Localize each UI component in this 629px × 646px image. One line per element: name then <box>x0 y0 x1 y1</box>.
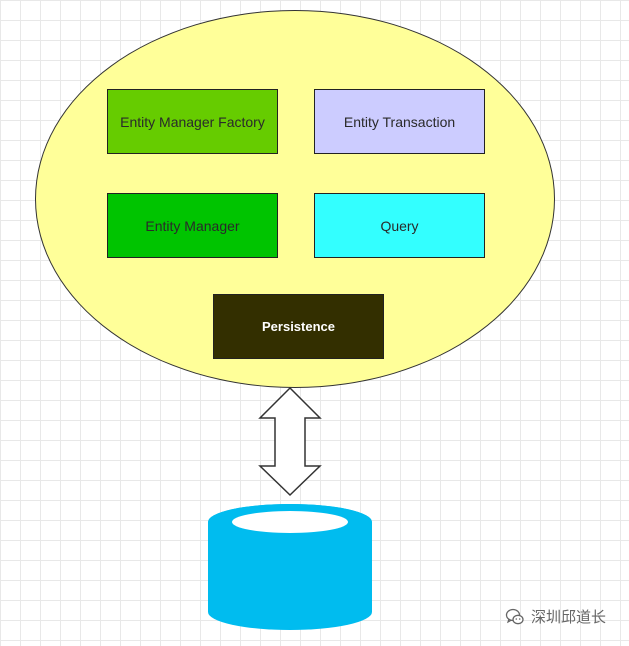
entity-manager-box: Entity Manager <box>107 193 278 258</box>
entity-transaction-label: Entity Transaction <box>343 113 456 130</box>
database-cylinder-icon <box>208 504 372 630</box>
query-label: Query <box>380 217 419 234</box>
bidirectional-arrow <box>258 386 322 497</box>
entity-manager-factory-box: Entity Manager Factory <box>107 89 278 154</box>
entity-manager-factory-label: Entity Manager Factory <box>120 113 265 130</box>
query-box: Query <box>314 193 485 258</box>
persistence-label: Persistence <box>262 319 335 334</box>
entity-manager-label: Entity Manager <box>145 217 240 234</box>
persistence-box: Persistence <box>213 294 384 359</box>
wechat-icon <box>505 608 524 624</box>
entity-transaction-box: Entity Transaction <box>314 89 485 154</box>
watermark-text: 深圳邱道长 <box>531 608 607 626</box>
database-top-opening <box>232 511 348 533</box>
watermark: 深圳邱道长 <box>505 606 606 627</box>
